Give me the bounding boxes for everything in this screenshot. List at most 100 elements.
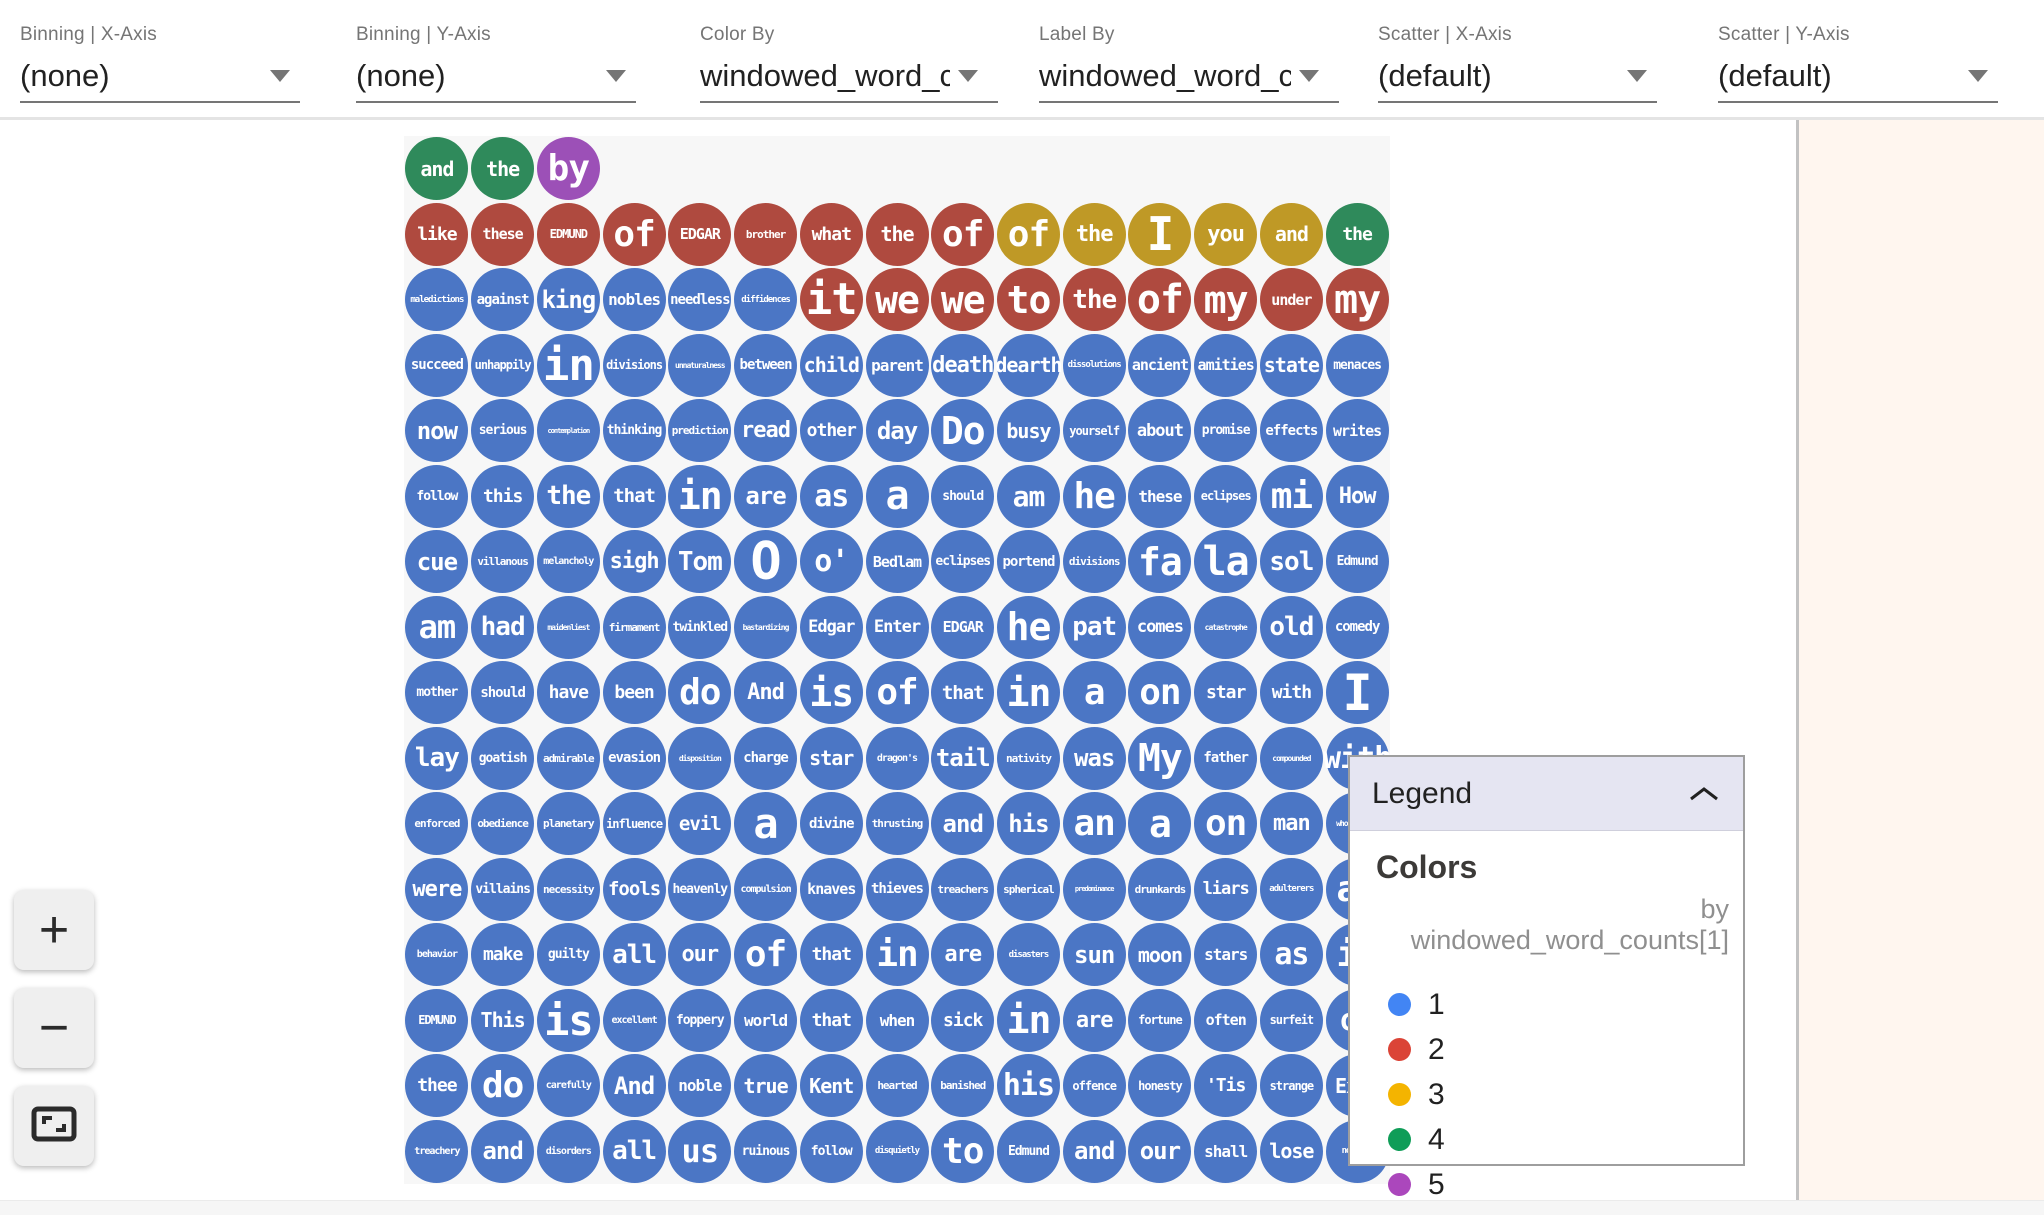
color-by-select[interactable]: windowed_word_counts[1]	[700, 51, 998, 103]
word-circle[interactable]: knaves	[799, 857, 863, 921]
word-circle[interactable]: our	[668, 923, 732, 987]
word-circle[interactable]: Do	[931, 399, 995, 463]
word-circle[interactable]: us	[668, 1119, 732, 1183]
word-circle[interactable]: in	[865, 923, 929, 987]
word-circle[interactable]: in	[536, 333, 600, 397]
word-circle[interactable]: that	[799, 923, 863, 987]
word-circle[interactable]: were	[405, 857, 469, 921]
word-circle[interactable]: our	[1128, 1119, 1192, 1183]
word-circle[interactable]: that	[799, 988, 863, 1052]
word-circle[interactable]: the	[1325, 202, 1389, 266]
word-circle[interactable]: Tom	[668, 530, 732, 594]
word-circle[interactable]: a	[1128, 792, 1192, 856]
word-circle[interactable]: effects	[1259, 399, 1323, 463]
word-circle[interactable]: firmament	[602, 595, 666, 659]
word-circle[interactable]: admirable	[536, 726, 600, 790]
word-circle[interactable]: compulsion	[734, 857, 798, 921]
word-circle[interactable]: divine	[799, 792, 863, 856]
word-circle[interactable]: a	[1062, 661, 1126, 725]
word-circle[interactable]: cue	[405, 530, 469, 594]
word-circle[interactable]: compounded	[1259, 726, 1323, 790]
word-circle[interactable]: maidenliest	[536, 595, 600, 659]
word-circle[interactable]: goatish	[471, 726, 535, 790]
word-circle[interactable]: these	[1128, 464, 1192, 528]
word-circle[interactable]: serious	[471, 399, 535, 463]
word-circle[interactable]: in	[996, 988, 1060, 1052]
word-circle[interactable]: the	[1062, 268, 1126, 332]
word-circle[interactable]: And	[734, 661, 798, 725]
word-circle[interactable]: enforced	[405, 792, 469, 856]
word-circle[interactable]: thinking	[602, 399, 666, 463]
word-circle[interactable]: of	[996, 202, 1060, 266]
word-circle[interactable]: do	[668, 661, 732, 725]
word-circle[interactable]: as	[799, 464, 863, 528]
word-circle[interactable]: read	[734, 399, 798, 463]
word-circle[interactable]: to	[996, 268, 1060, 332]
word-circle[interactable]: heavenly	[668, 857, 732, 921]
word-circle[interactable]: Kent	[799, 1054, 863, 1118]
word-circle[interactable]: stars	[1194, 923, 1258, 987]
word-circle[interactable]: surfeit	[1259, 988, 1323, 1052]
word-circle[interactable]: Edmund	[996, 1119, 1060, 1183]
word-circle[interactable]: sun	[1062, 923, 1126, 987]
scatter-x-axis-select[interactable]: (default)	[1378, 51, 1657, 103]
word-circle[interactable]: EDMUND	[536, 202, 600, 266]
word-circle[interactable]: evil	[668, 792, 732, 856]
word-circle[interactable]: thieves	[865, 857, 929, 921]
binning-y-axis-select[interactable]: (none)	[356, 51, 636, 103]
word-circle[interactable]: he	[996, 595, 1060, 659]
word-circle[interactable]: lose	[1259, 1119, 1323, 1183]
word-circle[interactable]: I	[1128, 202, 1192, 266]
word-circle[interactable]: mother	[405, 661, 469, 725]
zoom-out-button[interactable]: −	[14, 988, 94, 1068]
word-circle[interactable]: star	[1194, 661, 1258, 725]
word-circle[interactable]: 'Tis	[1194, 1054, 1258, 1118]
word-circle[interactable]: diffidences	[734, 268, 798, 332]
word-circle[interactable]: of	[602, 202, 666, 266]
word-circle[interactable]: and	[931, 792, 995, 856]
word-circle[interactable]: about	[1128, 399, 1192, 463]
word-circle[interactable]: comes	[1128, 595, 1192, 659]
word-circle[interactable]: follow	[405, 464, 469, 528]
word-circle[interactable]: carefully	[536, 1054, 600, 1118]
word-circle[interactable]: shall	[1194, 1119, 1258, 1183]
word-circle[interactable]: an	[1062, 792, 1126, 856]
word-circle[interactable]: charge	[734, 726, 798, 790]
word-circle[interactable]: This	[471, 988, 535, 1052]
word-circle[interactable]: do	[471, 1054, 535, 1118]
word-circle[interactable]: disasters	[996, 923, 1060, 987]
word-circle[interactable]: sick	[931, 988, 995, 1052]
word-circle[interactable]: thee	[405, 1054, 469, 1118]
word-circle[interactable]: O	[734, 530, 798, 594]
word-circle[interactable]: am	[405, 595, 469, 659]
chevron-up-icon[interactable]	[1687, 785, 1721, 803]
word-circle[interactable]: star	[799, 726, 863, 790]
word-circle[interactable]: his	[996, 1054, 1060, 1118]
word-circle[interactable]: between	[734, 333, 798, 397]
word-circle[interactable]: foppery	[668, 988, 732, 1052]
word-circle[interactable]: guilty	[536, 923, 600, 987]
word-circle[interactable]: Edmund	[1325, 530, 1389, 594]
legend-item[interactable]: 5	[1388, 1162, 1729, 1207]
word-circle[interactable]: by	[536, 137, 600, 201]
word-circle[interactable]: death	[931, 333, 994, 397]
word-circle[interactable]: unnaturalness	[668, 333, 732, 397]
word-circle[interactable]: the	[1062, 202, 1126, 266]
word-circle[interactable]: fools	[602, 857, 666, 921]
word-circle[interactable]: busy	[996, 399, 1060, 463]
word-circle[interactable]: man	[1259, 792, 1323, 856]
word-circle[interactable]: against	[471, 268, 535, 332]
word-circle[interactable]: o'	[799, 530, 863, 594]
word-circle[interactable]: that	[602, 464, 666, 528]
word-circle[interactable]: prediction	[668, 399, 732, 463]
word-circle[interactable]: father	[1194, 726, 1258, 790]
zoom-in-button[interactable]: +	[14, 890, 94, 970]
word-circle[interactable]: la	[1194, 530, 1258, 594]
word-circle[interactable]: are	[1062, 988, 1126, 1052]
word-circle[interactable]: the	[865, 202, 929, 266]
word-circle[interactable]: writes	[1325, 399, 1389, 463]
word-circle[interactable]: these	[471, 202, 535, 266]
word-circle[interactable]: EDGAR	[668, 202, 732, 266]
word-circle[interactable]: often	[1194, 988, 1258, 1052]
word-circle[interactable]: of	[1128, 268, 1192, 332]
